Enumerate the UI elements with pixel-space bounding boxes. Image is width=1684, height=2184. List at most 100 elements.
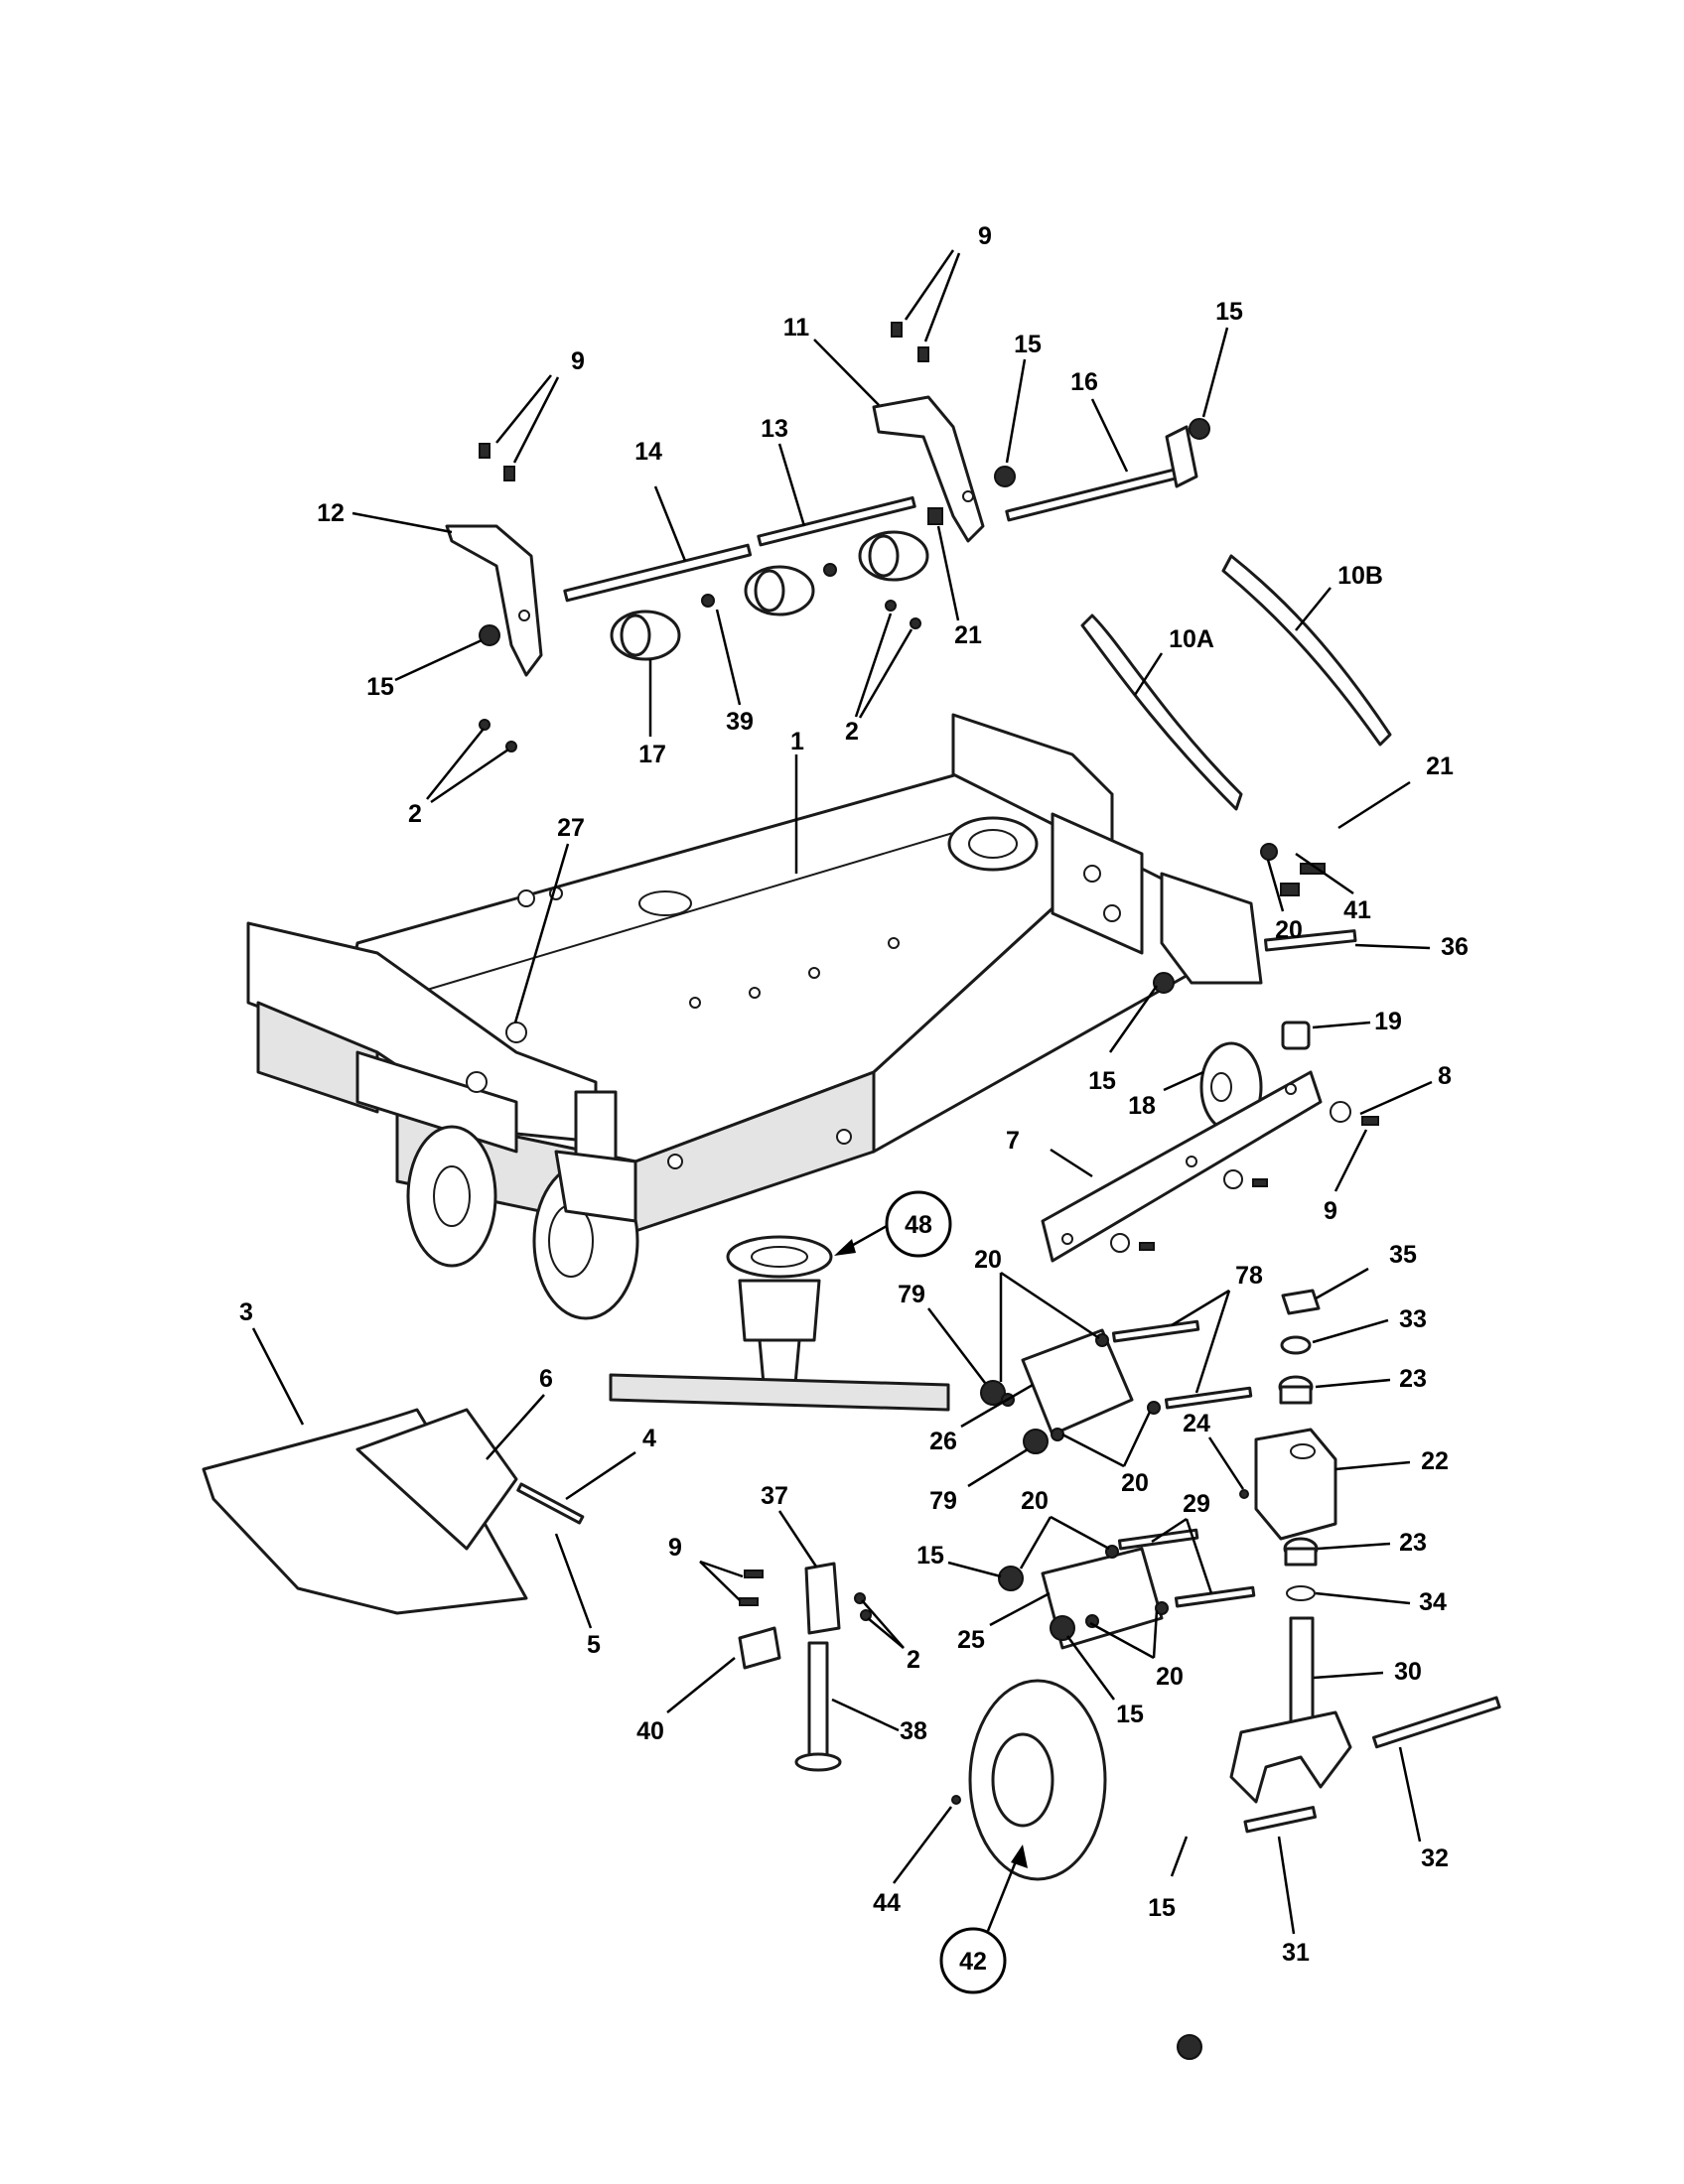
callout-11: 11 — [783, 314, 810, 341]
callout-42: 42 — [959, 1948, 987, 1976]
callout-26: 26 — [929, 1428, 957, 1455]
callout-13: 13 — [761, 415, 788, 443]
callout-40: 40 — [636, 1717, 664, 1745]
callout-20: 20 — [1156, 1663, 1184, 1691]
top-hardware — [479, 322, 1357, 994]
callout-48: 48 — [905, 1211, 932, 1239]
callout-15: 15 — [916, 1542, 944, 1570]
callout-2: 2 — [845, 718, 859, 746]
pivot-arm-10b — [1221, 554, 1392, 747]
callout-20: 20 — [1121, 1469, 1149, 1497]
callout-79: 79 — [898, 1281, 925, 1308]
roller-spacer — [1281, 1021, 1311, 1050]
callout-1: 1 — [790, 728, 804, 755]
callout-31: 31 — [1282, 1939, 1310, 1967]
bracket-11 — [872, 395, 985, 543]
left-hanger-assembly — [246, 921, 618, 1183]
left-caster-wheel-rear — [406, 1125, 497, 1268]
callout-9: 9 — [571, 347, 585, 375]
deck-roller-2 — [744, 565, 815, 616]
callout-3: 3 — [239, 1298, 253, 1326]
chute-rod — [516, 1482, 585, 1525]
callout-19: 19 — [1374, 1008, 1402, 1035]
callout-33: 33 — [1399, 1305, 1427, 1333]
plate-40 — [738, 1626, 781, 1670]
callout-35: 35 — [1389, 1241, 1417, 1269]
callout-20: 20 — [974, 1246, 1002, 1274]
axle-and-bolt — [1243, 1696, 1501, 1834]
callout-2: 2 — [907, 1646, 920, 1674]
callout-34: 34 — [1419, 1588, 1447, 1616]
callout-15: 15 — [1116, 1701, 1144, 1728]
shaft-14 — [563, 543, 753, 603]
callout-15: 15 — [1014, 331, 1042, 358]
callout-6: 6 — [539, 1365, 553, 1393]
callout-21: 21 — [954, 621, 982, 649]
callout-15: 15 — [1088, 1067, 1116, 1095]
callout-14: 14 — [634, 438, 662, 466]
callout-78: 78 — [1235, 1262, 1263, 1290]
callout-10a: 10A — [1169, 625, 1214, 653]
baffle-hardware — [1110, 1101, 1379, 1253]
caster-yoke-22 — [1254, 1428, 1337, 1541]
height-pin-38 — [794, 1641, 842, 1772]
callout-39: 39 — [726, 708, 754, 736]
callout-18: 18 — [1128, 1092, 1156, 1120]
deck-roller-1 — [610, 610, 681, 661]
callout-15: 15 — [1148, 1894, 1176, 1922]
caster-arm-26 — [1021, 1328, 1134, 1436]
callout-38: 38 — [900, 1717, 927, 1745]
left-caster-wheel-front — [532, 1150, 639, 1320]
callout-4: 4 — [642, 1425, 656, 1452]
callout-48-circle — [885, 1190, 952, 1258]
callout-36: 36 — [1441, 933, 1469, 961]
callout-24: 24 — [1183, 1410, 1210, 1437]
bracket-12 — [445, 524, 543, 677]
callout-29: 29 — [1183, 1490, 1210, 1518]
callout-16: 16 — [1070, 368, 1098, 396]
callout-20: 20 — [1275, 916, 1303, 944]
callout-37: 37 — [761, 1482, 788, 1510]
bushings-and-caps — [1239, 1289, 1321, 1601]
callout-12: 12 — [317, 499, 345, 527]
callout-9: 9 — [668, 1534, 682, 1562]
discharge-chute — [202, 1408, 528, 1615]
deck-baffle-strip — [1041, 1070, 1323, 1263]
callout-42-circle — [939, 1927, 1007, 1994]
mower-blade — [609, 1373, 950, 1412]
callout-8: 8 — [1438, 1062, 1452, 1090]
callout-44: 44 — [873, 1889, 901, 1917]
callout-30: 30 — [1394, 1658, 1422, 1686]
leader-lines — [251, 249, 1433, 1935]
pivot-arm-10a — [1080, 614, 1243, 811]
clip-37 — [804, 1562, 841, 1635]
deck-roller-3 — [858, 530, 929, 582]
callout-27: 27 — [557, 814, 585, 842]
shaft-16 — [1005, 425, 1198, 522]
callout-7: 7 — [1006, 1127, 1020, 1155]
front-caster-wheel — [951, 1679, 1107, 1881]
callout-9: 9 — [978, 222, 992, 250]
callout-41: 41 — [1343, 896, 1371, 924]
callout-15: 15 — [366, 673, 394, 701]
callout-32: 32 — [1421, 1844, 1449, 1872]
callout-17: 17 — [638, 741, 666, 768]
callout-22: 22 — [1421, 1447, 1449, 1475]
callout-15: 15 — [1215, 298, 1243, 326]
pin-hardware — [739, 1570, 872, 1621]
callout-79: 79 — [929, 1487, 957, 1515]
parts-layer — [202, 322, 1501, 2060]
spindle-assembly — [726, 1235, 833, 1397]
shaft-13 — [757, 495, 916, 547]
callout-10b: 10B — [1337, 562, 1383, 590]
callout-labels: 1 2 2 2 3 4 5 6 7 8 9 9 9 9 10A 10B 11 1… — [239, 222, 1469, 1994]
callout-21: 21 — [1426, 752, 1454, 780]
caster-fork-30 — [1229, 1616, 1352, 1804]
callout-2: 2 — [408, 800, 422, 828]
callout-25: 25 — [957, 1626, 985, 1654]
callout-9: 9 — [1324, 1197, 1337, 1225]
callout-23: 23 — [1399, 1365, 1427, 1393]
callout-5: 5 — [587, 1631, 601, 1659]
caster-bolts — [980, 1319, 1256, 2060]
